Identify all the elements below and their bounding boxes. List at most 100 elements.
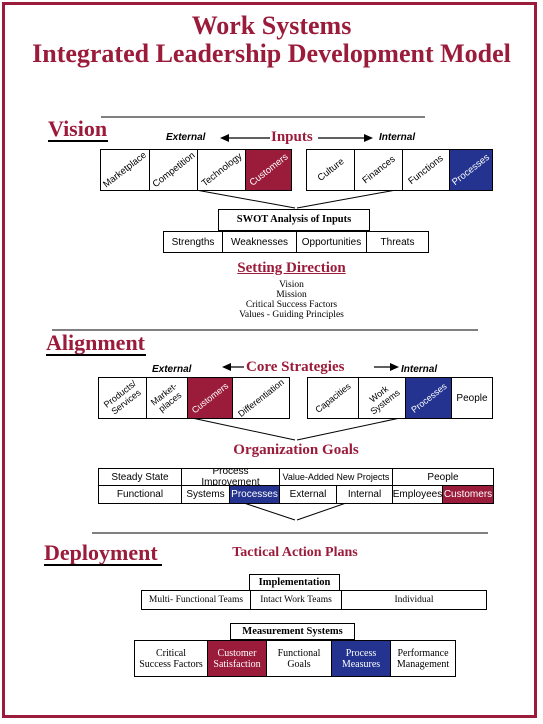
tactical-action-plans: Tactical Action Plans [232, 545, 358, 560]
measure-fg-line1: Functional [277, 647, 321, 659]
impl-individual-label: Individual [394, 594, 434, 605]
core-strategies-label: Core Strategies [246, 359, 345, 375]
impl-intact-work-teams: Intact Work Teams [250, 591, 341, 609]
measurement-title: Measurement Systems [230, 623, 355, 640]
title-line-2: Integrated Leadership Development Model [32, 39, 511, 68]
input-culture: Culture [307, 150, 354, 190]
goal-processes-label: Processes [231, 489, 278, 500]
swot-weaknesses: Weaknesses [222, 232, 296, 252]
swot-strengths: Strengths [164, 232, 222, 252]
measure-csf-line1: Critical [155, 647, 186, 659]
direction-csf: Critical Success Factors [245, 300, 338, 310]
input-functions-label: Functions [406, 152, 446, 188]
impl-multi-functional-label: Multi- Functional Teams [148, 594, 244, 605]
impl-multi-functional: Multi- Functional Teams [142, 591, 250, 609]
strategy-capacities-label: Capacities [313, 381, 352, 415]
measure-pm-line2: Measures [341, 658, 381, 670]
strategy-differentiation: Differentiation [232, 378, 289, 418]
input-marketplace-label: Marketplace [101, 150, 149, 190]
input-processes-label: Processes [450, 152, 492, 188]
swot-box: Strengths Weaknesses Opportunities Threa… [163, 231, 429, 253]
input-finances: Finances [354, 150, 402, 190]
input-processes: Processes [449, 150, 492, 190]
swot-opportunities-label: Opportunities [301, 236, 362, 248]
strategy-marketplaces-label: Market-places [149, 381, 185, 416]
strategy-people: People [451, 378, 492, 418]
implementation-box: Multi- Functional Teams Intact Work Team… [141, 590, 487, 610]
strategy-customers-label: Customers [190, 381, 230, 416]
goal-systems-label: Systems [186, 489, 225, 500]
alignment-heading: Alignment [46, 330, 145, 355]
goal-external-label: External [289, 489, 327, 500]
measure-cs-line1: Customer [217, 647, 257, 659]
swot-weaknesses-label: Weaknesses [230, 236, 289, 248]
swot-title: SWOT Analysis of Inputs [218, 209, 370, 231]
strategy-differentiation-label: Differentiation [236, 378, 286, 418]
goal-external: External [279, 486, 336, 503]
measure-perf-line2: Management [396, 658, 450, 670]
external-strategies-box: Products/Services Market-places Customer… [98, 377, 290, 419]
input-customers: Customers [245, 150, 291, 190]
internal-inputs-box: Culture Finances Functions Processes [306, 149, 493, 191]
goal-value-added: Value-Added New Projects [279, 469, 392, 485]
strategy-people-label: People [452, 378, 492, 418]
goal-customers-label: Customers [443, 489, 493, 500]
goals-bottom-row: Functional Systems Processes External In… [98, 485, 494, 504]
input-technology: Technology [197, 150, 245, 190]
goal-functional-label: Functional [116, 489, 164, 500]
goal-functional: Functional [99, 486, 181, 503]
strategy-products-services: Products/Services [99, 378, 146, 418]
strategy-processes: Processes [405, 378, 451, 418]
impl-intact-work-teams-label: Intact Work Teams [260, 594, 332, 605]
goal-steady-state-label: Steady State [111, 471, 169, 483]
alignment-external-label: External [152, 364, 192, 375]
alignment-underline [46, 354, 146, 356]
measure-csf-line2: Success Factors [139, 658, 203, 670]
input-marketplace: Marketplace [101, 150, 149, 190]
direction-mission: Mission [276, 290, 307, 300]
measure-fg-line2: Goals [287, 658, 311, 670]
deployment-heading: Deployment [44, 540, 158, 565]
strategy-customers: Customers [187, 378, 232, 418]
vision-heading: Vision [48, 116, 108, 141]
deployment-underline [44, 564, 162, 566]
goal-process-improvement-label: Process Improvement [201, 469, 260, 485]
direction-values: Values - Guiding Principles [239, 310, 344, 320]
external-inputs-box: Marketplace Competition Technology Custo… [100, 149, 292, 191]
input-technology-label: Technology [199, 150, 244, 190]
input-culture-label: Culture [315, 156, 346, 184]
implementation-title: Implementation [249, 574, 340, 591]
goals-top-row: Steady State Process Improvement Value-A… [98, 468, 494, 486]
goal-employees-label: Employees [392, 489, 442, 500]
title-line-1: Work Systems [191, 11, 352, 40]
measure-perf-line1: Performance [397, 647, 449, 659]
input-customers-label: Customers [247, 151, 290, 189]
goal-internal-label: Internal [347, 489, 382, 500]
swot-threats: Threats [366, 232, 428, 252]
swot-opportunities: Opportunities [296, 232, 366, 252]
goal-people-label: People [427, 471, 459, 483]
swot-threats-label: Threats [380, 236, 415, 248]
goal-people: People [392, 469, 493, 485]
vision-external-label: External [166, 132, 206, 143]
input-competition-label: Competition [150, 150, 197, 190]
strategy-processes-label: Processes [409, 381, 448, 415]
input-functions: Functions [402, 150, 449, 190]
alignment-internal-label: Internal [401, 364, 438, 375]
page-border [2, 2, 537, 718]
goal-internal: Internal [336, 486, 392, 503]
strategy-people-line1: People [456, 392, 488, 404]
strategy-capacities: Capacities [308, 378, 358, 418]
strategy-differentiation-line1: Differentiation [236, 378, 286, 418]
goal-value-added-label: Value-Added New Projects [282, 471, 390, 482]
